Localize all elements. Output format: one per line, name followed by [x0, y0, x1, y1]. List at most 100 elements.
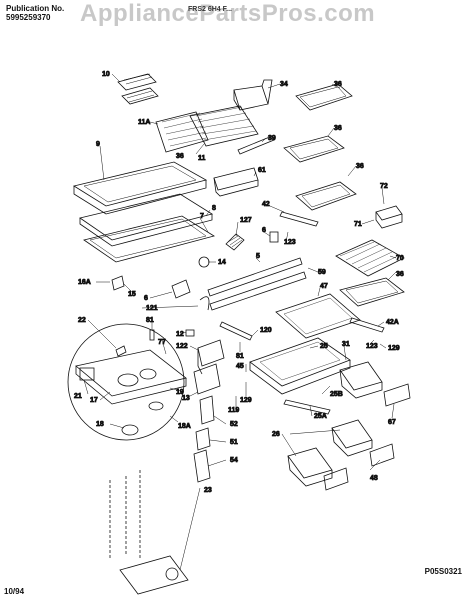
- part-72-butter-box: [375, 205, 403, 229]
- part-8-panel: [79, 193, 213, 247]
- label-52: 52: [230, 421, 238, 428]
- label-21: 21: [74, 393, 82, 400]
- label-123-a: 123: [284, 239, 296, 246]
- label-129-b: 129: [240, 397, 252, 404]
- label-54: 54: [230, 457, 238, 464]
- part-70-rack: [335, 239, 405, 277]
- label-23: 23: [204, 487, 212, 494]
- part-5-rail: [207, 257, 307, 311]
- part-67-handle: [383, 383, 411, 407]
- part-25-drawer-frame: [249, 337, 351, 395]
- label-25a: 25A: [314, 413, 327, 420]
- label-61: 61: [258, 167, 266, 174]
- label-71: 71: [354, 221, 362, 228]
- label-11a: 11A: [138, 119, 150, 126]
- part-51-duct: [195, 427, 211, 451]
- part-6-clip: [269, 231, 279, 243]
- label-14: 14: [218, 259, 226, 266]
- leader-lines: [83, 73, 397, 571]
- label-31: 31: [342, 341, 350, 348]
- label-7: 7: [200, 213, 204, 220]
- label-26: 26: [272, 431, 280, 438]
- label-42: 42: [262, 201, 270, 208]
- part-36-shelf-2: [283, 135, 345, 163]
- part-31-crisper: [339, 361, 383, 399]
- part-26-bin-2: [287, 447, 333, 487]
- part-23-hinge: [109, 470, 189, 595]
- label-13: 13: [182, 395, 190, 402]
- label-39: 39: [268, 135, 276, 142]
- label-10: 10: [102, 71, 110, 78]
- label-127: 127: [240, 217, 252, 224]
- label-42a: 42A: [386, 319, 399, 326]
- publication-label: Publication No.: [6, 4, 65, 13]
- label-81-b: 81: [236, 353, 244, 360]
- label-8: 8: [212, 205, 216, 212]
- part-61-bin: [213, 167, 259, 197]
- part-11-wire-shelf: [189, 105, 259, 147]
- label-19: 19: [176, 389, 184, 396]
- label-119: 119: [228, 407, 239, 414]
- part-39-rail: [237, 135, 275, 155]
- part-81-screw: [149, 329, 155, 341]
- publication-number: 5995259370: [6, 13, 51, 22]
- part-34-bin: [233, 79, 273, 111]
- part-14-damper: [198, 256, 210, 268]
- label-15: 15: [128, 291, 136, 298]
- revision-date: 10/94: [4, 587, 25, 596]
- part-6b-bracket: [171, 279, 191, 299]
- label-6-b: 6: [144, 295, 148, 302]
- part-7-panel: [83, 215, 215, 263]
- label-36-c: 36: [176, 153, 184, 160]
- part-36-shelf-3: [295, 181, 357, 211]
- label-12: 12: [176, 331, 184, 338]
- label-11: 11: [198, 155, 206, 162]
- label-67: 67: [388, 419, 396, 426]
- part-48-handle: [323, 443, 395, 491]
- label-22: 22: [78, 317, 86, 324]
- label-34: 34: [280, 81, 288, 88]
- label-123-b: 123: [366, 343, 378, 350]
- label-36-d: 36: [356, 163, 364, 170]
- part-12-sensor: [185, 329, 195, 337]
- part-11a-wire-shelf: [155, 111, 209, 153]
- label-25: 25: [320, 343, 328, 350]
- part-16a-knob: [111, 275, 125, 291]
- label-77: 77: [158, 339, 166, 346]
- part-13-bracket: [193, 363, 221, 395]
- part-120-rail: [219, 321, 253, 341]
- part-47-glass-shelf: [275, 293, 361, 339]
- label-45: 45: [236, 363, 244, 370]
- label-17: 17: [90, 397, 98, 404]
- part-25a-rail: [283, 399, 331, 415]
- diagram-code: P05S0321: [424, 567, 462, 576]
- part-26-bin-1: [331, 419, 373, 457]
- part-36-shelf-4: [339, 277, 405, 307]
- part-42-rail: [279, 211, 319, 227]
- label-36-a: 36: [334, 81, 342, 88]
- label-59: 59: [318, 269, 326, 276]
- label-6: 6: [262, 227, 266, 234]
- part-121-wire: [199, 296, 210, 311]
- part-9-cover: [72, 161, 208, 215]
- watermark: AppliancePartsPros.com: [80, 0, 376, 27]
- label-18a: 18A: [178, 423, 191, 430]
- label-70: 70: [396, 255, 404, 262]
- label-51: 51: [230, 439, 238, 446]
- label-47: 47: [320, 283, 328, 290]
- part-control-housing-detail: [67, 323, 187, 441]
- label-48: 48: [370, 475, 378, 482]
- part-36-shelf-1: [295, 83, 353, 111]
- part-52-duct: [199, 395, 215, 425]
- part-22-lamp: [115, 345, 127, 357]
- label-36-e: 36: [396, 271, 404, 278]
- label-72: 72: [380, 183, 388, 190]
- label-36-b: 36: [334, 125, 342, 132]
- part-122-box: [197, 339, 225, 375]
- label-120: 120: [260, 327, 272, 334]
- label-25b: 25B: [330, 391, 343, 398]
- part-54-duct: [193, 449, 211, 483]
- label-129-a: 129: [388, 345, 400, 352]
- label-18: 18: [96, 421, 104, 428]
